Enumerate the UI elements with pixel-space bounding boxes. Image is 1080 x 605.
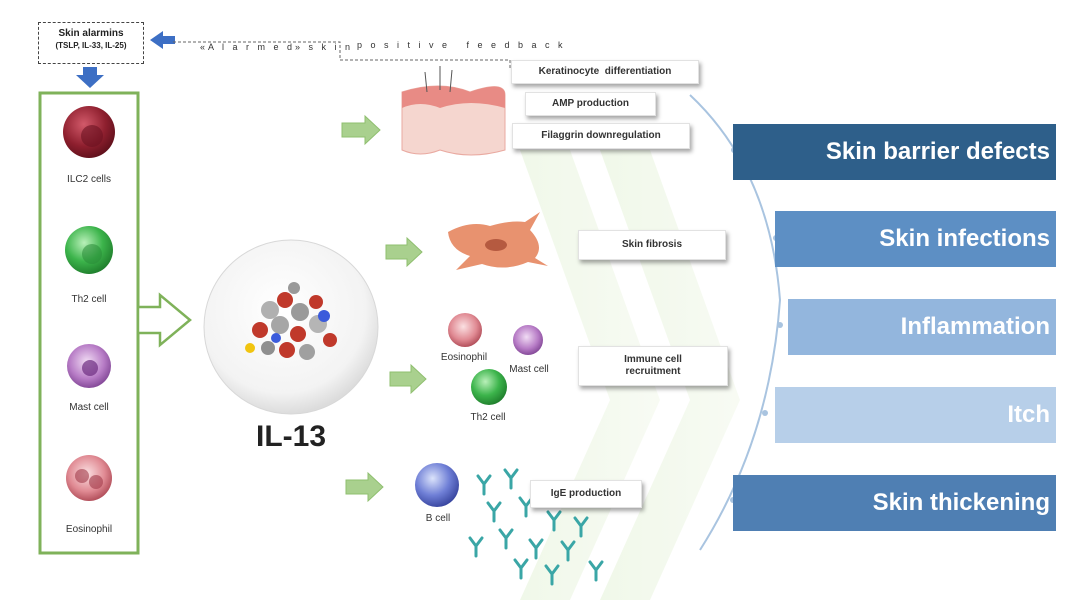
- amp-box: AMP production: [525, 92, 656, 116]
- bcell-image: [415, 463, 459, 507]
- skin-alarmins-box: Skin alarmins (TSLP, IL-33, IL-25): [38, 22, 144, 64]
- antibody-icons: [468, 468, 604, 586]
- outcome-skin-infections: Skin infections: [775, 211, 1056, 267]
- feedback-line: [173, 41, 511, 68]
- outcome-skin-barrier-defects: Skin barrier defects: [733, 124, 1056, 180]
- il13-label: IL-13: [255, 420, 327, 453]
- th2-label: Th2 cell: [71, 294, 107, 305]
- mid-eosinophil-image: [448, 313, 482, 347]
- fibrosis-box: Skin fibrosis: [578, 230, 726, 260]
- alarmed-skin-label: «A l a r m e d» s k i n: [200, 42, 354, 52]
- il13-sphere: [203, 239, 379, 415]
- hollow-arrow: [136, 292, 192, 348]
- bcell-label: B cell: [425, 513, 451, 524]
- mid-th2-image: [471, 369, 507, 405]
- arrow-4: [345, 471, 384, 503]
- keratinocyte-box: Keratinocyte differentiation: [511, 60, 699, 84]
- blue-arrow-down: [76, 67, 104, 88]
- outcome-skin-thickening: Skin thickening: [733, 475, 1056, 531]
- positive-feedback-label: p o s i t i v e f e e d b a c k: [357, 40, 566, 50]
- eosinophil-label: Eosinophil: [65, 524, 113, 535]
- ige-box: IgE production: [530, 480, 642, 508]
- arrow-2: [385, 236, 423, 268]
- mast-label: Mast cell: [69, 402, 109, 413]
- skin-alarmins-title: Skin alarmins: [58, 28, 124, 39]
- il13-molecule-image: [245, 282, 337, 360]
- skin-section-image: [401, 66, 506, 156]
- skin-alarmins-subtitle: (TSLP, IL-33, IL-25): [55, 41, 127, 50]
- blue-arrow-left: [150, 31, 175, 49]
- outcome-inflammation: Inflammation: [788, 299, 1056, 355]
- outcome-itch: Itch: [775, 387, 1056, 443]
- filaggrin-box: Filaggrin downregulation: [512, 123, 690, 149]
- arrow-1: [341, 114, 381, 146]
- ilc2-label: ILC2 cells: [67, 174, 111, 185]
- mid-eosinophil-label: Eosinophil: [440, 352, 488, 363]
- eosinophil-image: [66, 455, 112, 501]
- mid-th2-label: Th2 cell: [470, 412, 506, 423]
- mid-mast-label: Mast cell: [509, 364, 549, 375]
- immune-box: Immune cell recruitment: [578, 346, 728, 386]
- arrow-3: [389, 363, 427, 395]
- mid-mast-image: [513, 325, 543, 355]
